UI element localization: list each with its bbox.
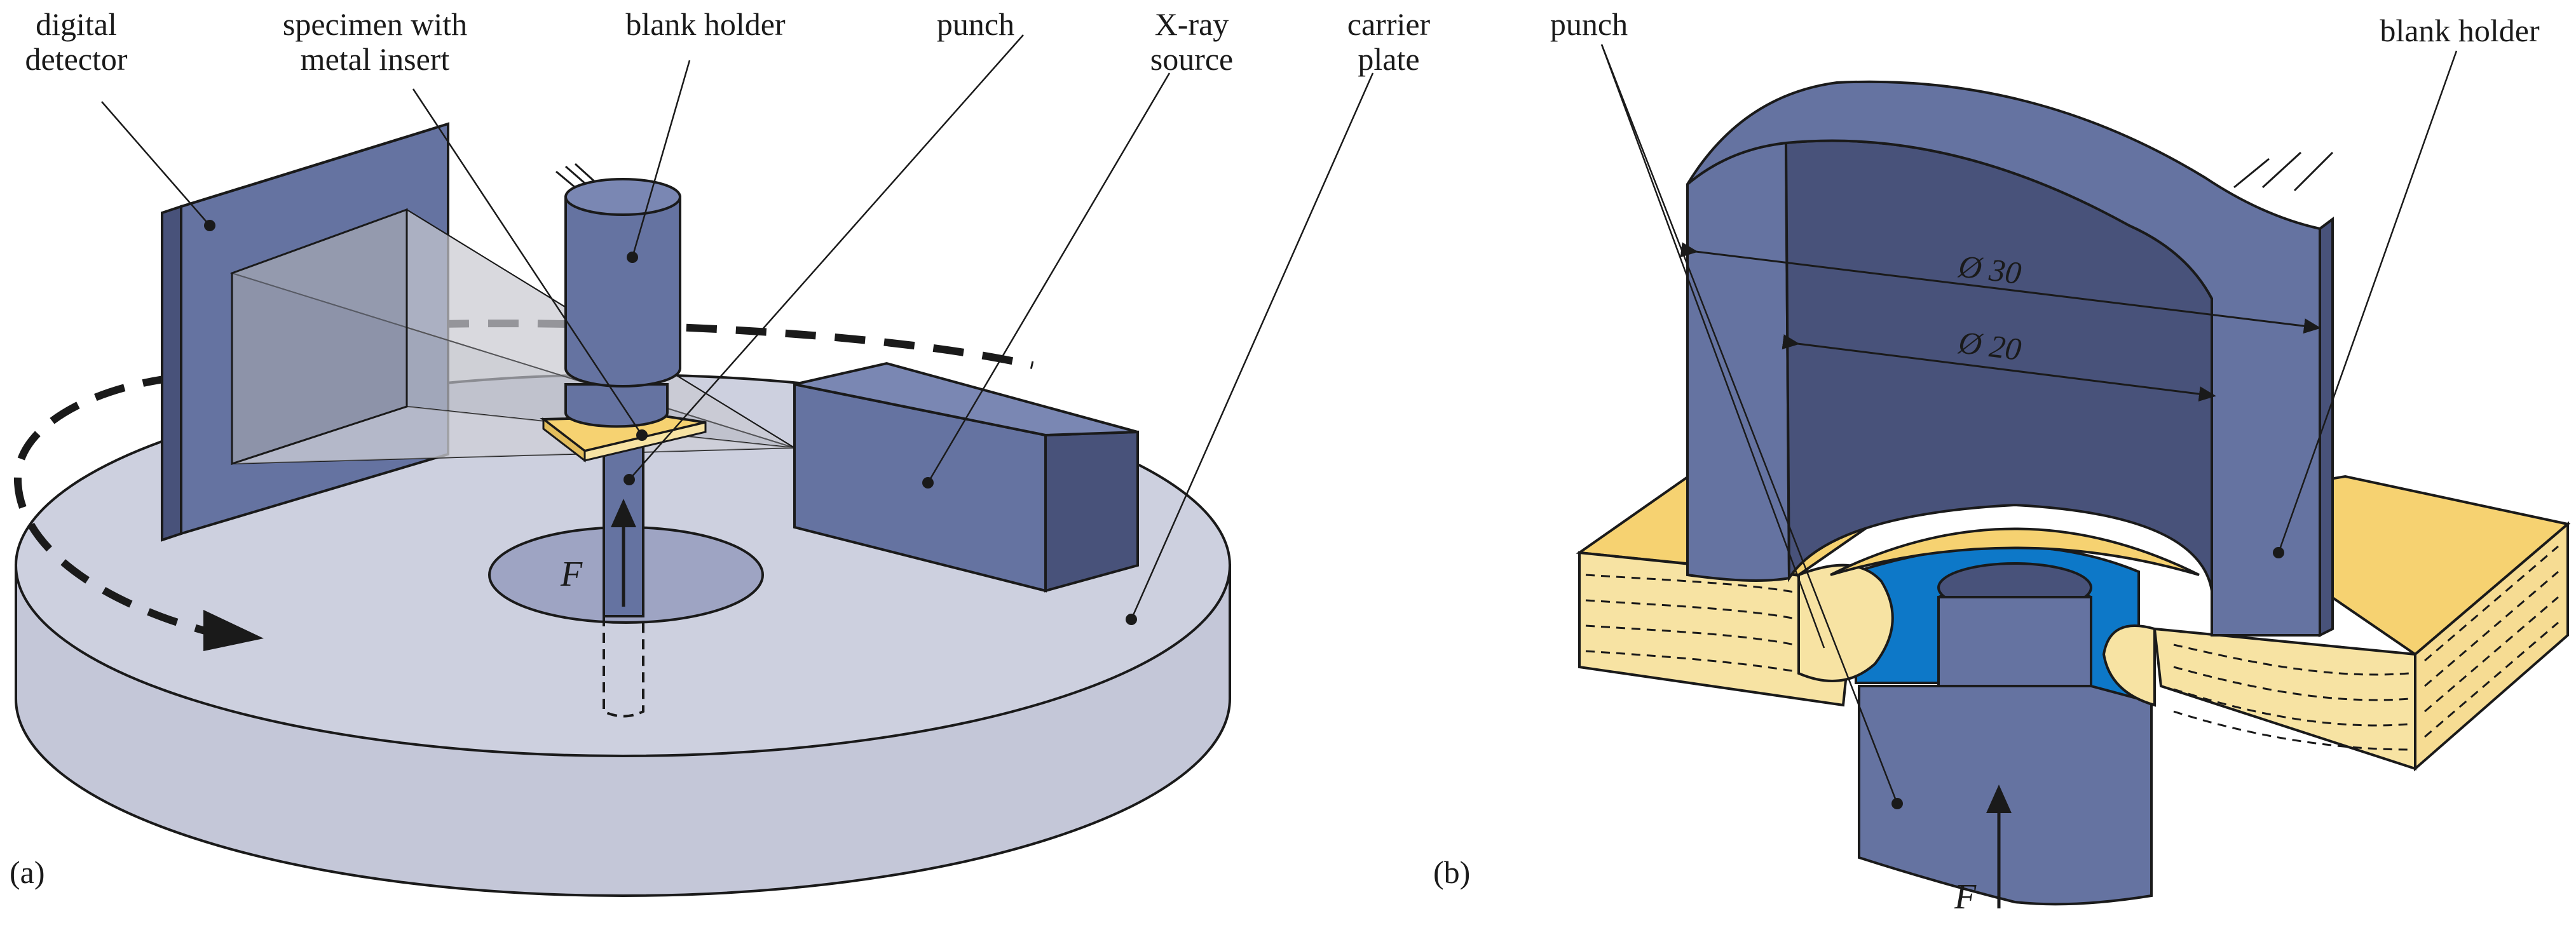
label-specimen-2: metal insert (301, 41, 450, 77)
label-carrier-1: carrier (1347, 6, 1431, 42)
panel-tag-a: (a) (10, 854, 45, 890)
label-punch-b: punch (1550, 6, 1628, 42)
label-digital-detector-2: detector (25, 41, 127, 77)
rotation-path (13, 371, 223, 636)
insert-ring-top (1830, 527, 2200, 576)
rotation-arrowhead (203, 610, 264, 651)
force-label-b: F (1954, 877, 1977, 917)
leader-dots-b (1891, 547, 2284, 809)
label-blank-holder-b: blank holder (2380, 13, 2540, 48)
metal-insert (1855, 545, 2140, 701)
label-blank-holder-a: blank holder (625, 6, 786, 42)
blank-holder-a (555, 163, 681, 428)
xray-cone (229, 208, 795, 466)
panel-b: Ø 30 Ø 20 F punch blank holder (b) (1433, 6, 2571, 917)
label-punch-a: punch (937, 6, 1014, 42)
label-xray-2: source (1150, 41, 1234, 77)
leaders-b (1600, 44, 2458, 804)
xray-source (793, 361, 1139, 593)
label-xray-1: X-ray (1155, 6, 1229, 42)
label-carrier-2: plate (1358, 41, 1419, 77)
panel-a: digital detector specimen with metal ins… (10, 6, 1431, 897)
dimensions (1680, 242, 2321, 402)
leaders-a (101, 34, 1374, 620)
label-digital-detector-1: digital (36, 6, 117, 42)
workpiece-bulge (1797, 563, 2156, 707)
label-specimen-1: specimen with (283, 6, 467, 42)
dimension-outer: Ø 30 (1956, 248, 2024, 291)
leader-dots-a (204, 220, 1137, 625)
panel-tag-b: (b) (1433, 854, 1470, 890)
dimension-inner: Ø 20 (1956, 324, 2024, 367)
force-label-a: F (560, 555, 583, 594)
